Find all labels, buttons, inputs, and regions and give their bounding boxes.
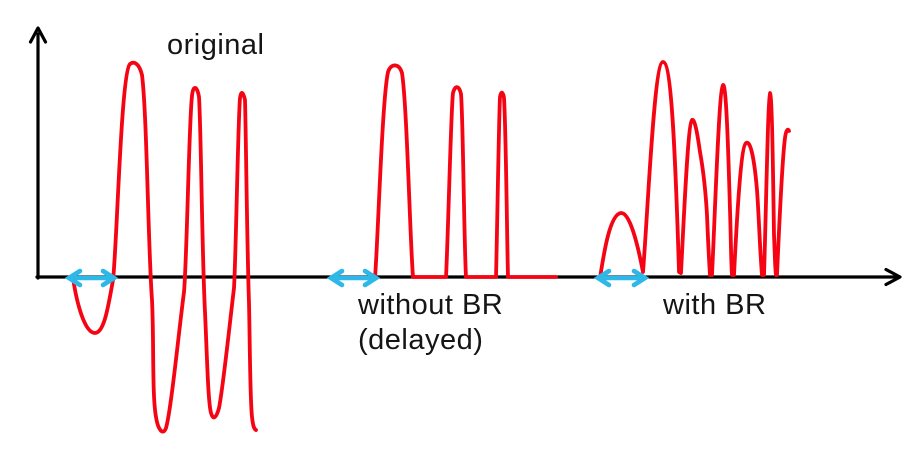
signal-without-br — [373, 63, 558, 280]
label-original: original — [167, 29, 265, 61]
delay-arrow-without-br-icon — [326, 268, 381, 288]
label-without-br-line1: without BR — [358, 289, 504, 321]
y-axis-arrow — [28, 26, 48, 280]
label-without-br: without BR (delayed) — [358, 288, 503, 358]
label-without-br-line2: (delayed) — [358, 324, 484, 356]
signal-with-br — [598, 60, 791, 280]
delay-arrow-original-icon — [64, 268, 119, 288]
label-with-br: with BR — [663, 289, 767, 321]
delay-arrow-with-br-icon — [593, 268, 650, 288]
signal-original — [71, 60, 258, 434]
